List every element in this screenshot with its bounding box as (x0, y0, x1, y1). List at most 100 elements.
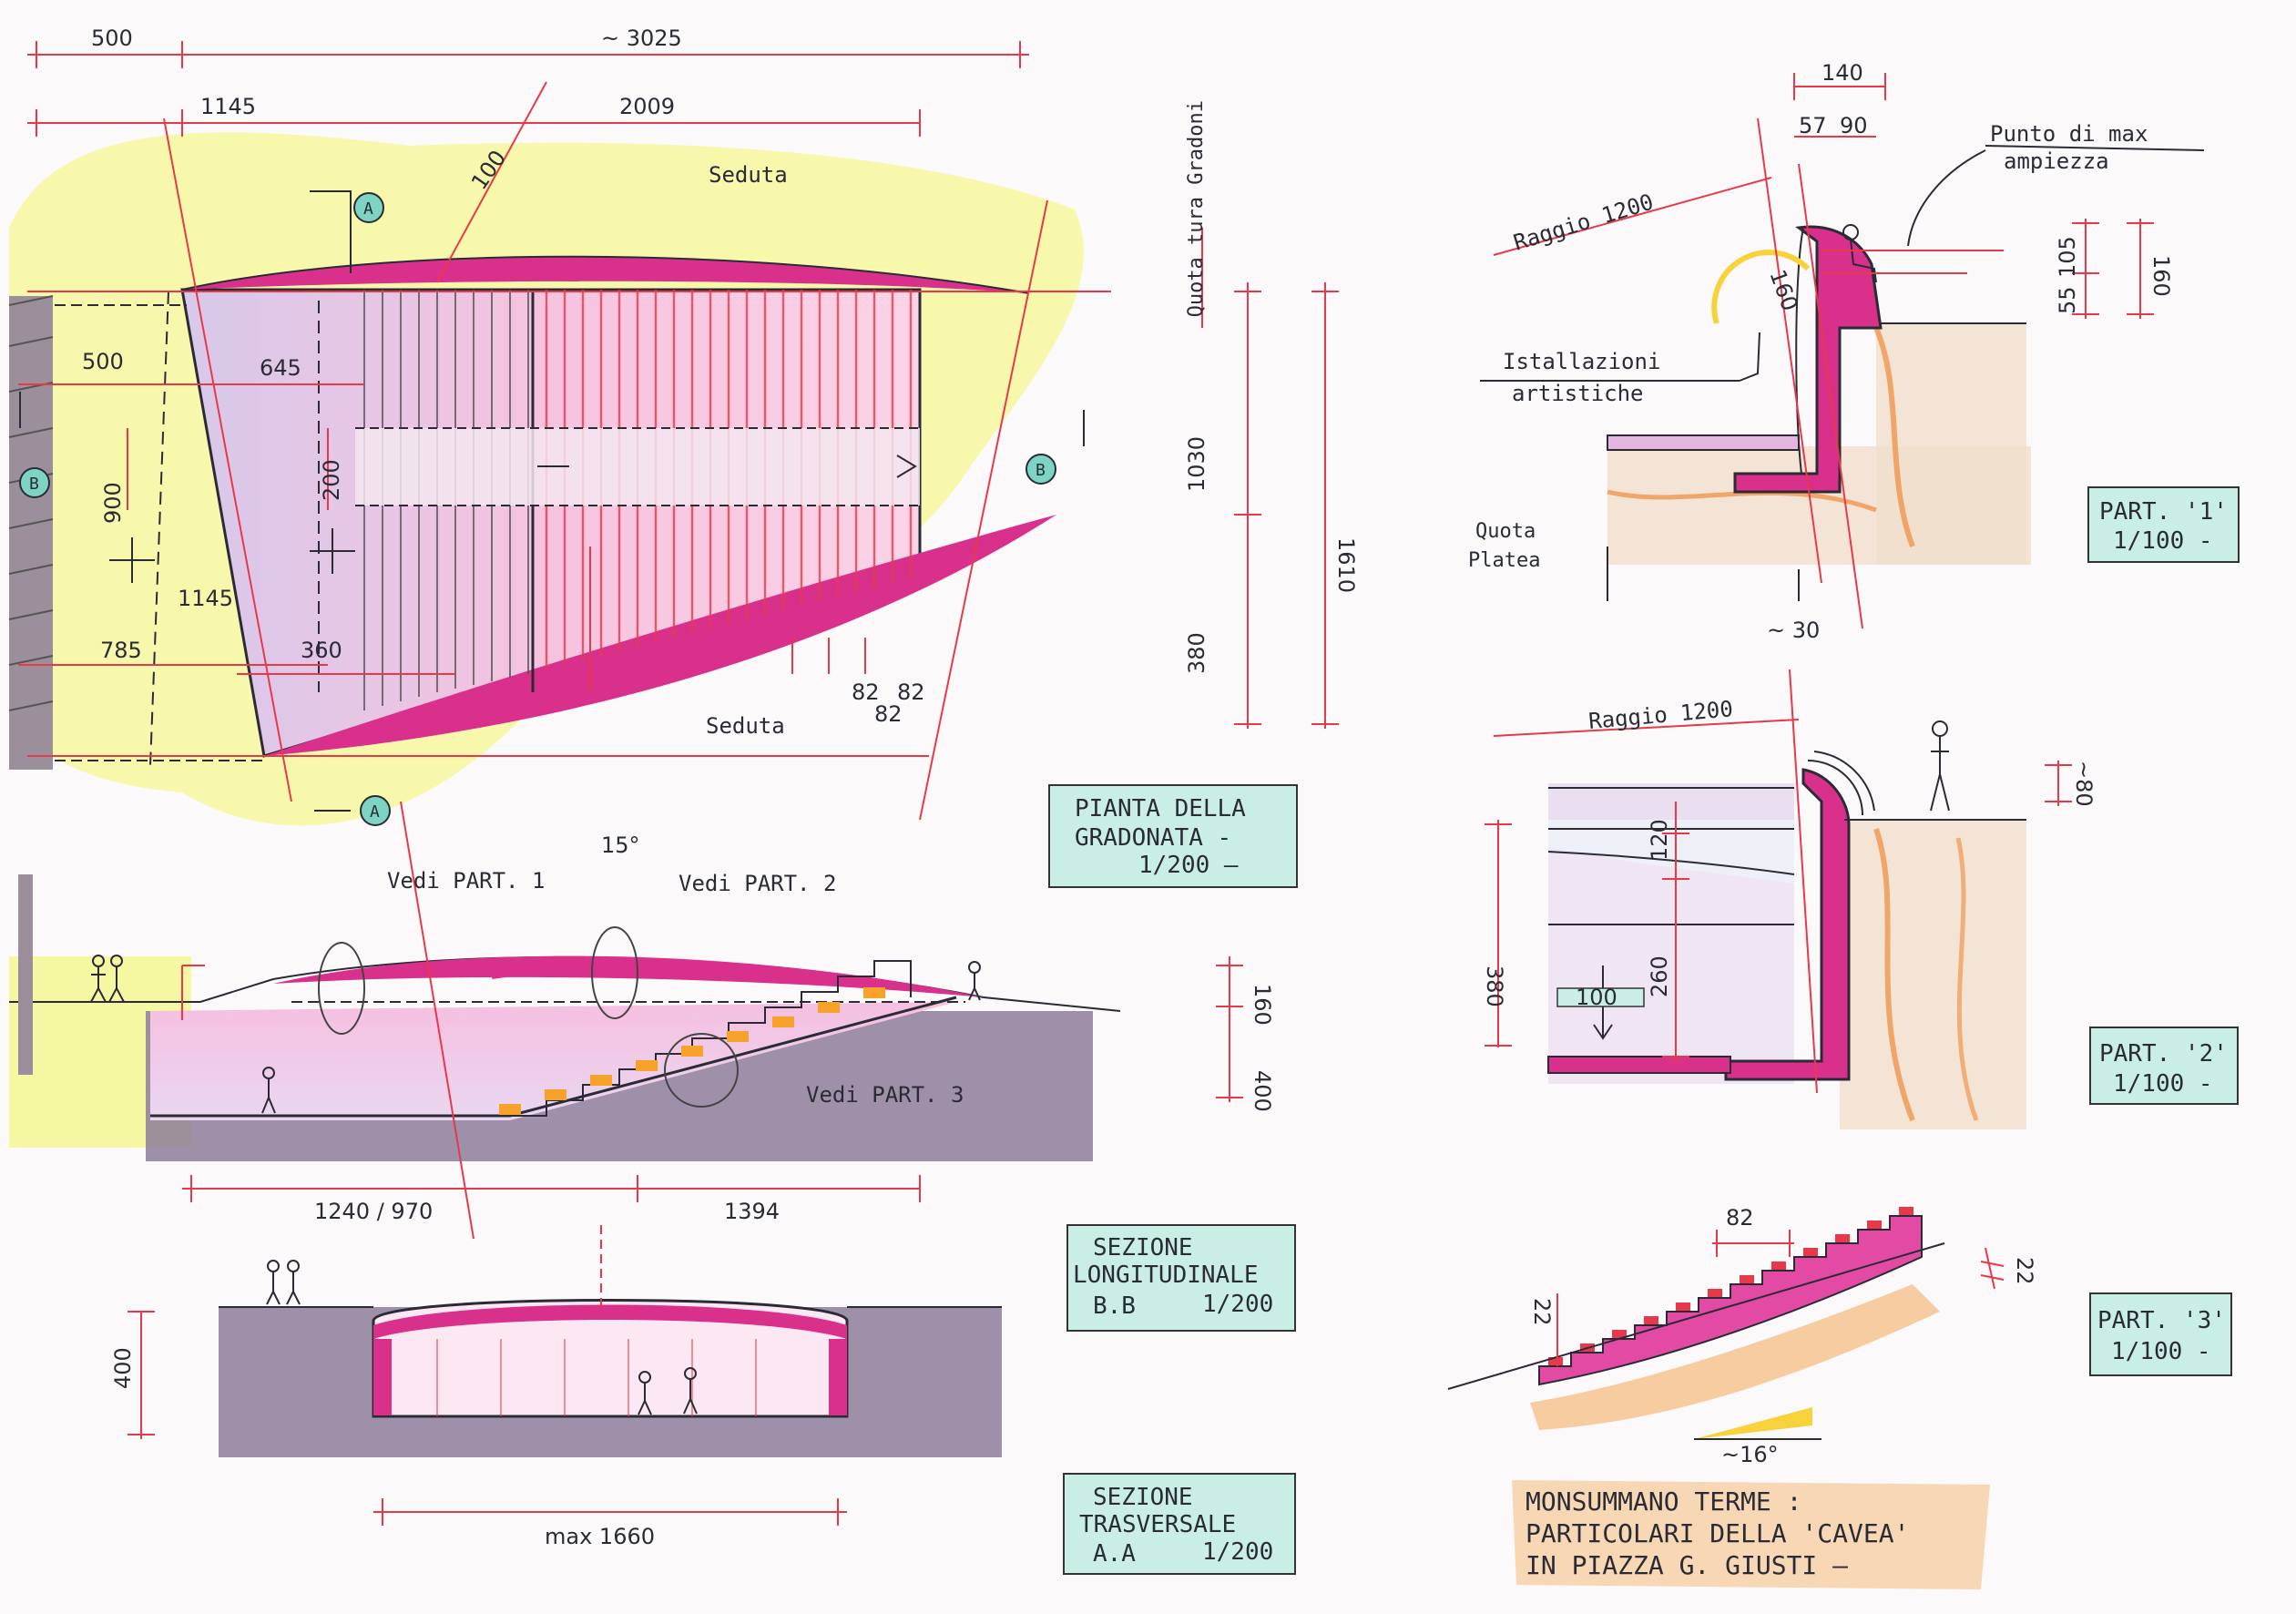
p1-quota2: Platea (1468, 549, 1540, 572)
part2-detail (1485, 669, 2072, 1129)
cross-dim-400: 400 (110, 1347, 136, 1389)
plan-title-scale: 1/200 — (1138, 852, 1239, 879)
plan-left-wall (9, 296, 53, 770)
dim-900: 900 (100, 482, 126, 524)
p3-dim-82: 82 (1726, 1205, 1754, 1231)
part2-title-box: PART. '2' 1/100 - (2089, 1027, 2239, 1105)
dim-angle-15: 15° (601, 833, 640, 858)
p3-title: PART. '3' (2097, 1307, 2226, 1334)
p2-dim-380: 380 (1482, 965, 1507, 1007)
dim-left-500: 500 (82, 349, 124, 374)
plan-text: ~ 3025 500 1145 2009 100 500 645 900 200… (29, 26, 1359, 858)
plan-seat-top (182, 256, 1029, 293)
main-title-line1: MONSUMMANO TERME : (1526, 1486, 1801, 1517)
long-dim-1240: 1240 / 970 (314, 1199, 433, 1224)
p1-punto: Punto di max (1990, 121, 2148, 147)
p1-punto2: ampiezza (2004, 148, 2109, 174)
long-dim-400: 400 (1250, 1070, 1275, 1112)
part3-title-box: PART. '3' 1/100 - (2089, 1292, 2232, 1376)
label-seduta-top: Seduta (709, 162, 788, 188)
main-title-line3: IN PIAZZA G. GIUSTI — (1526, 1550, 1848, 1580)
p1-dim-160r: 160 (1764, 266, 1802, 314)
dim-overall: ~ 3025 (601, 26, 682, 51)
vedi-part-2: Vedi PART. 2 (679, 871, 836, 896)
marker-b-right-label: B (1036, 461, 1046, 480)
main-title-line2: PARTICOLARI DELLA 'CAVEA' (1526, 1518, 1909, 1548)
dim-1030: 1030 (1184, 436, 1209, 492)
section-marker-a-top (353, 192, 384, 223)
part1-title-box: PART. '1' 1/100 - (2087, 486, 2240, 563)
p1-raggio: Raggio 1200 (1511, 189, 1657, 255)
dim-82c: 82 (874, 701, 903, 727)
dim-380: 380 (1184, 632, 1209, 674)
p3-dim-angle: ~16° (1721, 1442, 1779, 1467)
cross-section-vault (372, 1299, 849, 1418)
part3-text: 82 22 22 ~16° (1529, 1205, 2037, 1467)
p1-scale: 1/100 - (2113, 527, 2213, 555)
main-title: MONSUMMANO TERME : PARTICOLARI DELLA 'CA… (1512, 1480, 1990, 1589)
p3-scale: 1/100 - (2111, 1338, 2211, 1365)
marker-a-bottom-label: A (370, 802, 380, 822)
section-marker-b-left (19, 467, 50, 498)
long-title-scale: 1/200 (1202, 1291, 1273, 1318)
section-marker-b-right (1026, 454, 1056, 485)
dim-200: 200 (319, 459, 344, 501)
p2-dim-260: 260 (1647, 955, 1672, 997)
vedi-part-1: Vedi PART. 1 (387, 868, 545, 894)
cross-dim-1660: max 1660 (545, 1524, 655, 1549)
long-title-line1: SEZIONE (1093, 1234, 1193, 1262)
cross-section-text: 400 max 1660 (110, 1347, 655, 1549)
dim-785: 785 (100, 638, 142, 663)
plan-view (8, 41, 1339, 826)
p2-dim-80: ~80 (2071, 761, 2097, 807)
long-dim-1394: 1394 (724, 1199, 780, 1224)
p1-dim-30: ~ 30 (1767, 618, 1820, 643)
part3-detail (1447, 1207, 2005, 1440)
plan-seat-bottom (264, 515, 1056, 756)
section-marker-a-bottom (360, 795, 391, 826)
p2-dim-100: 100 (1576, 985, 1617, 1010)
vedi-part-3: Vedi PART. 3 (806, 1082, 964, 1108)
dim-82b: 82 (897, 679, 925, 705)
long-section-text: Vedi PART. 1 Vedi PART. 2 Vedi PART. 3 1… (314, 868, 1275, 1224)
plan-title-line2: GRADONATA - (1075, 824, 1231, 852)
plan-title-line1: PIANTA DELLA (1075, 795, 1246, 822)
p2-raggio: Raggio 1200 (1587, 696, 1734, 734)
p1-dim-57: 57 (1799, 113, 1827, 138)
dim-mid-center: 2009 (619, 94, 675, 119)
dim-1610: 1610 (1333, 537, 1359, 593)
p2-scale: 1/100 - (2113, 1070, 2213, 1098)
cross-title-scale: 1/200 (1202, 1538, 1273, 1566)
p1-quota1: Quota (1475, 520, 1536, 543)
label-seduta-bottom: Seduta (706, 713, 785, 739)
longitudinal-section (9, 801, 1243, 1240)
p1-title: PART. '1' (2099, 498, 2228, 526)
cross-section-title-box: SEZIONE TRASVERSALE A.A 1/200 (1063, 1473, 1296, 1575)
long-title-line3: B.B (1093, 1292, 1136, 1320)
long-section-title-box: SEZIONE LONGITUDINALE B.B 1/200 (1066, 1224, 1296, 1332)
part1-detail (1480, 73, 2205, 629)
dim-mid-left: 1145 (200, 94, 256, 119)
cross-title-line1: SEZIONE (1093, 1484, 1193, 1511)
dim-645: 645 (260, 355, 301, 381)
long-section-hall (150, 1002, 956, 1120)
cross-title-line2: TRASVERSALE (1079, 1511, 1236, 1538)
dim-82a: 82 (852, 679, 880, 705)
plan-title-box: PIANTA DELLA GRADONATA - 1/200 — (1048, 784, 1298, 888)
cross-section (128, 1225, 1002, 1526)
p2-title: PART. '2' (2099, 1040, 2228, 1067)
p1-dim-140: 140 (1821, 60, 1863, 86)
p1-dim-55: 55 (2055, 286, 2080, 314)
part2-wall (1724, 768, 1851, 1081)
p3-dim-22b: 22 (1529, 1298, 1555, 1326)
marker-b-left-label: B (29, 475, 39, 494)
long-section-roof (273, 955, 984, 997)
p1-inst2: artistiche (1512, 381, 1644, 406)
label-quota-tura: Quota tura Gradoni (1185, 100, 1208, 317)
p1-dim-90: 90 (1840, 113, 1868, 138)
p1-inst1: Istallazioni (1503, 349, 1660, 374)
dim-top-left: 500 (91, 26, 133, 51)
p2-dim-120: 120 (1647, 819, 1672, 861)
